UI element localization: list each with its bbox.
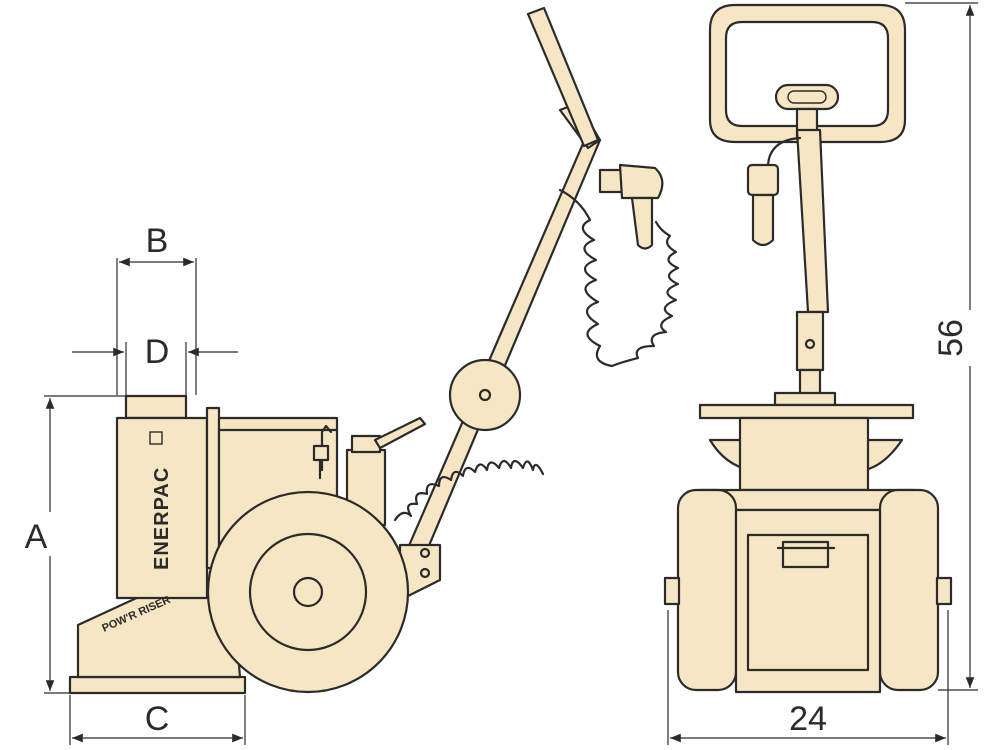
dim-a-label: A [25,518,48,556]
grip-loop [774,83,840,111]
side-view: ENERPAC POW'R RISER [68,6,680,695]
handle-loop [708,3,907,144]
dim-d-label: D [145,333,170,371]
handle-grip [526,6,600,148]
release-lever [373,416,427,450]
coiled-hose-loop [558,188,680,368]
plug-icon [312,424,333,480]
dim-width-label: 24 [789,700,827,738]
right-wheel [878,488,940,692]
front-ram-cap [773,391,837,407]
front-top-plate [698,403,915,420]
left-wheel [676,488,738,692]
dim-height-label: 56 [932,319,970,357]
front-latch [781,540,830,569]
hand-control [598,163,664,250]
brand-logo-icon [149,431,163,445]
cylinder [115,416,209,600]
coiled-hose [393,459,545,522]
brand-label: ENERPAC [151,467,173,570]
front-handle-tube [795,128,830,314]
ram-cap [124,394,188,420]
handle-hub [448,358,522,432]
front-view [663,3,953,694]
front-body [738,416,870,492]
wheel-axle [292,576,324,608]
base-plate [68,675,247,695]
rear-post [205,406,221,570]
dimension-marks: B D A C 24 56 [22,2,978,745]
right-axle-cap [935,576,953,606]
dim-c-label: C [145,700,170,738]
left-axle-cap [663,576,681,606]
dim-b-label: B [146,222,169,260]
front-hand-control [746,163,780,197]
